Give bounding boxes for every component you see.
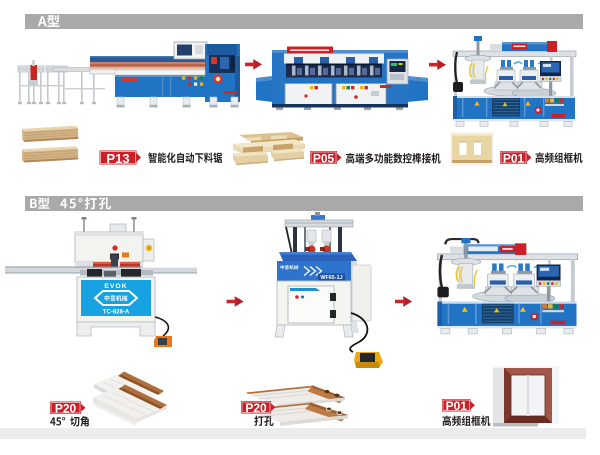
svg-text:P20: P20	[245, 401, 267, 415]
svg-text:P05: P05	[313, 151, 335, 165]
svg-text:P20: P20	[55, 402, 77, 416]
svg-text:P13: P13	[106, 151, 129, 166]
svg-text:WF65-1J: WF65-1J	[320, 275, 342, 281]
svg-text:TC-828-A: TC-828-A	[103, 310, 130, 316]
svg-text:EVOK: EVOK	[104, 283, 127, 290]
svg-text:P01: P01	[503, 151, 525, 165]
svg-text:P01: P01	[446, 399, 468, 413]
